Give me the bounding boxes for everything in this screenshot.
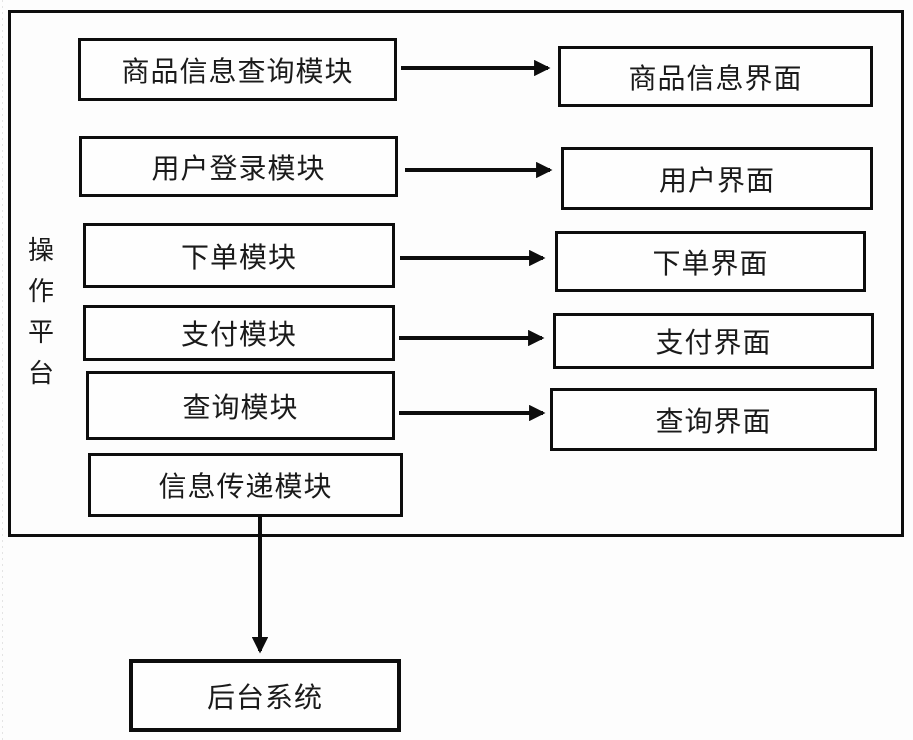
backend-label: 后台系统 xyxy=(206,682,323,714)
interface-label: 支付界面 xyxy=(655,328,772,359)
interface-label: 查询界面 xyxy=(655,406,772,438)
module-box-info-transfer: 信息传递模块 xyxy=(88,453,403,517)
module-box-product-info-query: 商品信息查询模块 xyxy=(78,38,397,101)
module-label: 信息传递模块 xyxy=(158,472,333,503)
scan-edge-artifact xyxy=(2,0,3,740)
interface-label: 商品信息界面 xyxy=(628,63,803,95)
module-label: 下单模块 xyxy=(180,242,297,274)
module-box-user-login: 用户登录模块 xyxy=(79,136,398,197)
module-box-payment: 支付模块 xyxy=(83,305,395,361)
module-box-query: 查询模块 xyxy=(86,371,395,440)
platform-label: 操作平台 xyxy=(27,236,54,388)
interface-box-product-info: 商品信息界面 xyxy=(558,46,873,107)
interface-label: 下单界面 xyxy=(652,248,769,280)
module-label: 商品信息查询模块 xyxy=(121,56,354,88)
backend-system-box: 后台系统 xyxy=(129,659,401,732)
module-label: 查询模块 xyxy=(182,392,299,424)
module-box-place-order: 下单模块 xyxy=(83,223,395,288)
interface-label: 用户界面 xyxy=(658,165,775,197)
interface-box-query: 查询界面 xyxy=(550,388,877,451)
module-label: 支付模块 xyxy=(180,320,297,351)
interface-box-user: 用户界面 xyxy=(561,147,873,210)
operation-platform-container xyxy=(8,10,904,537)
interface-box-payment: 支付界面 xyxy=(553,313,874,369)
interface-box-place-order: 下单界面 xyxy=(555,231,866,292)
module-label: 用户登录模块 xyxy=(151,153,326,185)
